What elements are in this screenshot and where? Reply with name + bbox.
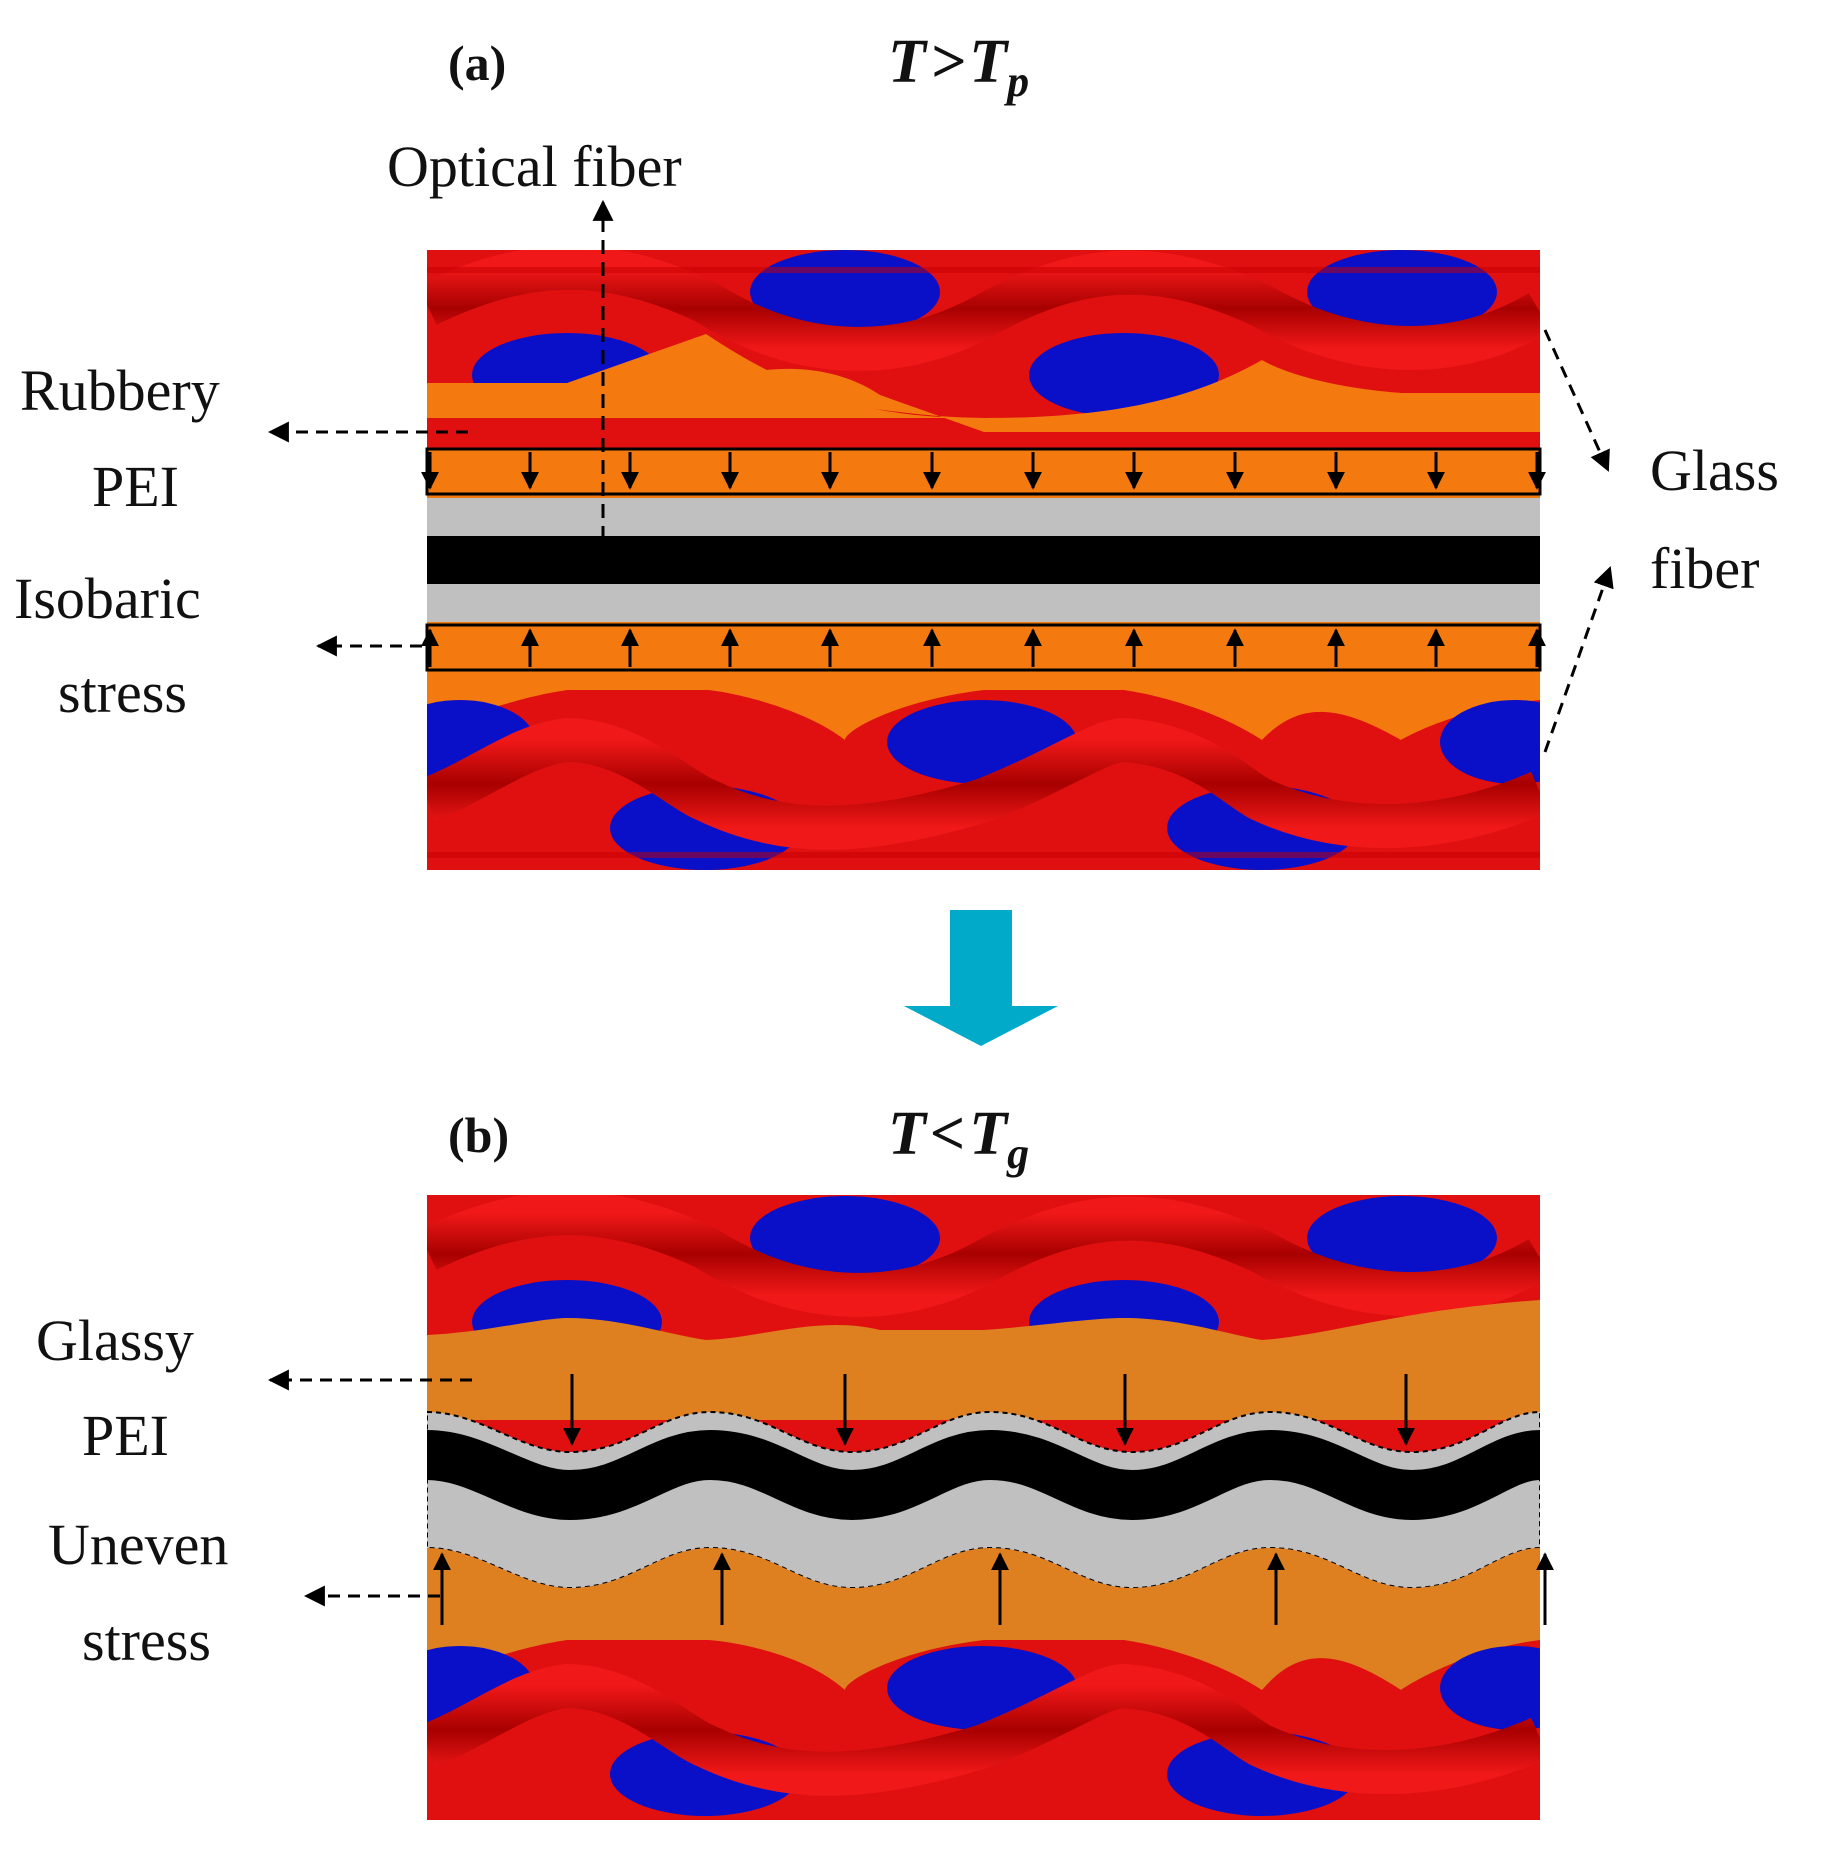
panel-b: (b) T<Tg — [36, 1100, 1554, 1820]
panel-b-temperature-condition: T<Tg — [888, 1100, 1029, 1178]
bottom-weave-b — [427, 1646, 1540, 1816]
uneven-up-arrows — [433, 1552, 1554, 1625]
bottom-weave-a — [427, 700, 1540, 870]
label-uneven-stress: stress — [82, 1608, 211, 1673]
top-weave-a — [427, 250, 1540, 417]
panel-a-tag: (a) — [448, 35, 506, 91]
label-optical-fiber: Optical fiber — [387, 134, 682, 199]
glassy-pei-upper — [427, 1300, 1540, 1420]
glass-fiber-leader-bottom — [1543, 566, 1614, 753]
label-glassy: Glassy — [36, 1308, 194, 1373]
rubbery-pei-upper-band — [427, 448, 1540, 498]
panel-a: (a) T>Tp — [14, 28, 1779, 870]
glassy-pei-lower — [427, 1548, 1540, 1690]
rubbery-pei-lower — [427, 680, 1540, 740]
label-isobaric: Isobaric — [14, 566, 201, 631]
isobaric-stress-box-lower — [425, 623, 1542, 672]
label-glass: Glass — [1650, 438, 1779, 503]
label-glassy-pei: PEI — [82, 1403, 169, 1468]
rubbery-pei-upper — [427, 360, 1540, 432]
panel-b-tag: (b) — [448, 1107, 509, 1163]
label-rubbery-pei: PEI — [92, 454, 179, 519]
uneven-down-arrows — [563, 1374, 1415, 1446]
isobaric-up-arrows — [421, 628, 1546, 667]
glass-fiber-leader-top — [1543, 329, 1610, 472]
label-glass-fiber: fiber — [1650, 536, 1760, 601]
cooling-transition-arrow — [904, 910, 1058, 1046]
label-rubbery: Rubbery — [20, 358, 220, 423]
fiber-core-b — [427, 1429, 1540, 1521]
panel-a-temperature-condition: T>Tp — [888, 28, 1029, 106]
label-isobaric-stress: stress — [58, 660, 187, 725]
fiber-cladding-upper-a — [427, 498, 1540, 536]
composite-cross-section-b — [427, 1195, 1540, 1820]
rubbery-pei-upper-left — [427, 334, 984, 418]
composite-cross-section-a — [427, 250, 1540, 870]
fiber-core-a — [427, 536, 1540, 584]
isobaric-down-arrows — [421, 452, 1546, 490]
fiber-cladding-lower-a — [427, 584, 1540, 622]
isobaric-stress-box-upper — [425, 447, 1542, 496]
label-uneven: Uneven — [48, 1512, 228, 1577]
